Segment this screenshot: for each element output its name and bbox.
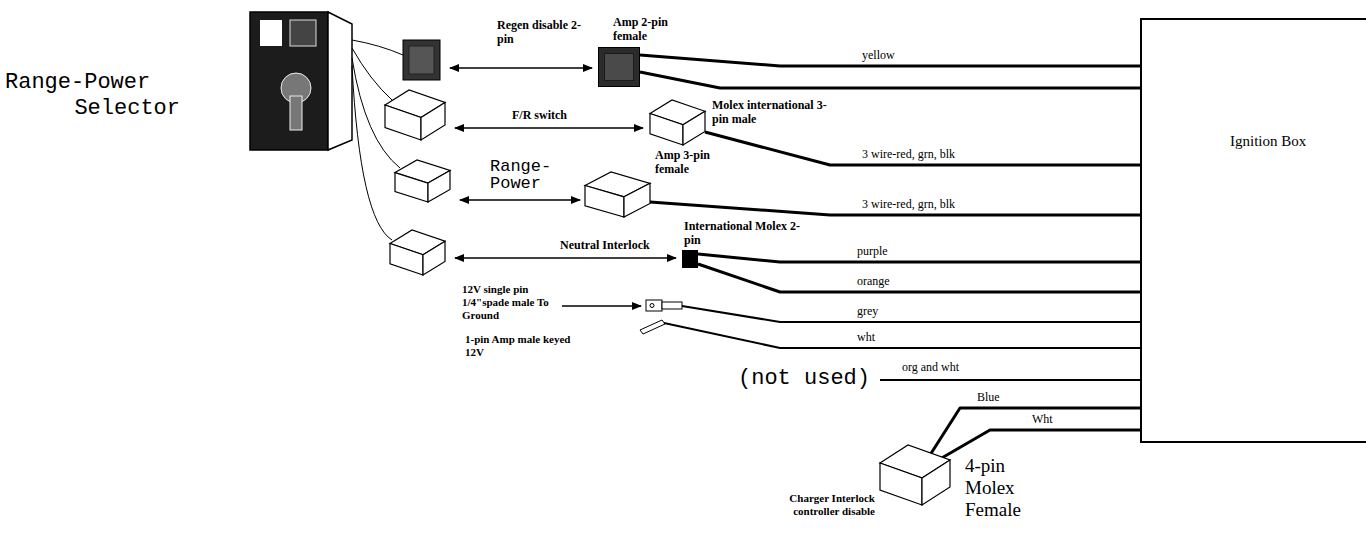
selector-side [328, 12, 352, 150]
connector-label: 4-pin Molex Female [965, 455, 1035, 521]
box-title: Ignition Box [1230, 132, 1366, 150]
connector-dark-inner [409, 46, 434, 74]
part-label: Neutral Interlock [560, 238, 650, 252]
part-label: grey [855, 304, 880, 318]
wire-color-label: 3 wire-red, grn, blk [860, 147, 957, 161]
spade-hole [650, 304, 654, 308]
pigtail-wire [352, 40, 403, 55]
connector-side [683, 111, 705, 145]
mating-arrow [450, 67, 592, 69]
molex-connector: International Molex 2-pin [682, 250, 698, 268]
connector-label: Amp 2-pin female [613, 15, 693, 43]
connector-label: Molex international 3-pin male [712, 98, 832, 126]
part-label: org and wht [900, 360, 961, 374]
part-label: Regen disable 2-pin [497, 18, 587, 46]
wire-color-label: Wht [1030, 412, 1055, 426]
part-label: Range-Power [490, 158, 565, 192]
part-label: (not used) [738, 367, 870, 391]
connector-shape [585, 172, 650, 217]
connector-shape [650, 100, 705, 145]
connector-side [428, 171, 450, 203]
harness-wire [940, 430, 1140, 459]
connector-label: Amp 3-pin female [655, 148, 735, 176]
connector-front [390, 244, 423, 276]
selector-face [250, 12, 328, 150]
mating-arrow [455, 257, 676, 259]
spade-sleeve [662, 302, 682, 309]
connector-front [650, 114, 683, 146]
white-wire [664, 323, 1140, 348]
part-label: F/R switch [512, 108, 567, 122]
pin-connector [640, 320, 665, 334]
part-label: 12V single pin 1/4"spade male To Ground [462, 283, 554, 322]
part-label: 1-pin Amp male keyed 12V [465, 333, 580, 359]
part-label: wht [855, 330, 877, 344]
charger-connector: Charger Interlock controller disable4-pi… [880, 445, 950, 505]
spade-connector [646, 300, 662, 311]
amp-connector: Amp 2-pin female [598, 47, 640, 87]
part-label: Range-Power Selector [5, 70, 180, 122]
ignition-box: Ignition Box [1140, 18, 1366, 443]
connector-label: International Molex 2-pin [684, 219, 809, 247]
pigtail-wire [352, 48, 392, 100]
wire-color-label: orange [855, 274, 892, 288]
leader-arrow [562, 305, 641, 307]
connector-dark [403, 40, 440, 80]
wire-color-label: 3 wire-red, grn, blk [860, 197, 957, 211]
wire-color-label: Blue [975, 390, 1002, 404]
pigtail-wire [352, 66, 392, 240]
selector-window [290, 20, 316, 46]
connector-front [385, 105, 421, 140]
mating-arrow [455, 127, 643, 129]
selector-slot [290, 96, 302, 130]
connector-label: Charger Interlock controller disable [750, 492, 875, 518]
selector-window [260, 20, 282, 46]
harness-wire [640, 72, 1140, 88]
connector-front [585, 186, 624, 218]
amp-connector: Amp 3-pin female [585, 172, 650, 217]
connector-inner [604, 53, 634, 81]
connector-front [880, 463, 922, 505]
connector-shape [880, 445, 950, 505]
connector-side [922, 460, 950, 505]
harness-wire [698, 254, 1140, 262]
unused-wire [880, 379, 1140, 381]
harness-wire [698, 264, 1140, 292]
wire-color-label: yellow [860, 48, 897, 62]
grey-wire [682, 306, 1140, 322]
connector-side [624, 183, 650, 217]
molex-connector: Molex international 3-pin male [650, 100, 705, 145]
connector-side [421, 103, 445, 141]
connector-side [423, 241, 445, 275]
mating-arrow [460, 199, 580, 201]
wire-color-label: purple [855, 244, 890, 258]
harness-wire [705, 132, 1140, 165]
connector-front [395, 173, 428, 202]
